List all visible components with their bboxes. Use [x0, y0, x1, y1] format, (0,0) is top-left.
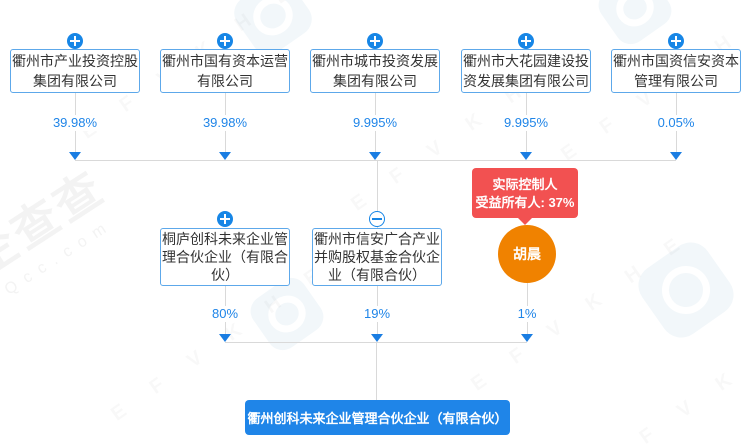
- shareholder-name: 衢州市国资信安资本管理有限公司: [613, 53, 739, 89]
- shareholder-node[interactable]: 衢州市大花园建设投资发展集团有限公司: [461, 49, 591, 93]
- watermark-letters: E F V K H E: [597, 307, 750, 447]
- expand-plus-icon[interactable]: [518, 33, 534, 49]
- shareholder-node[interactable]: 衢州市国有资本运营有限公司: [160, 49, 290, 93]
- expand-plus-icon[interactable]: [67, 33, 83, 49]
- shareholder-node[interactable]: 衢州市城市投资发展集团有限公司: [310, 49, 440, 93]
- arrow-down-icon: [521, 334, 533, 342]
- person-node[interactable]: 胡晨: [498, 225, 556, 283]
- shareholder-node[interactable]: 衢州市产业投资控股集团有限公司: [10, 49, 140, 93]
- connector-line: [75, 160, 676, 161]
- focus-company-node[interactable]: 衢州创科未来企业管理合伙企业（有限合伙）: [245, 400, 510, 435]
- shareholder-name: 衢州市城市投资发展集团有限公司: [312, 53, 438, 89]
- arrow-down-icon: [371, 334, 383, 342]
- watermark-logo: [630, 234, 742, 346]
- ownership-percent-label: 1%: [514, 306, 540, 322]
- badge-detail: 受益所有人: 37%: [475, 194, 575, 210]
- connector-line: [377, 160, 378, 228]
- connector-line: [376, 342, 377, 400]
- shareholder-name: 衢州市产业投资控股集团有限公司: [12, 53, 138, 89]
- expand-plus-icon[interactable]: [367, 33, 383, 49]
- shareholder-node[interactable]: 衢州市国资信安资本管理有限公司: [611, 49, 741, 93]
- shareholder-name: 衢州市大花园建设投资发展集团有限公司: [463, 53, 589, 89]
- arrow-down-icon: [219, 334, 231, 342]
- expand-plus-icon[interactable]: [217, 33, 233, 49]
- intermediate-name: 桐庐创科未来企业管理合伙企业（有限合伙）: [162, 231, 288, 283]
- intermediate-node[interactable]: 桐庐创科未来企业管理合伙企业（有限合伙）: [160, 228, 290, 286]
- watermark-domain-text: Qcc.com: [1, 215, 117, 299]
- intermediate-node[interactable]: 衢州市信安广合产业并购股权基金合伙企业（有限合伙）: [312, 228, 442, 286]
- ownership-percent-label: 9.995%: [500, 115, 552, 131]
- ownership-percent-label: 9.995%: [349, 115, 401, 131]
- intermediate-name: 衢州市信安广合产业并购股权基金合伙企业（有限合伙）: [314, 231, 440, 283]
- shareholder-name: 衢州市国有资本运营有限公司: [162, 53, 288, 89]
- actual-controller-badge: 实际控制人 受益所有人: 37%: [472, 168, 578, 225]
- arrow-down-icon: [670, 152, 682, 160]
- focus-company-name: 衢州创科未来企业管理合伙企业（有限合伙）: [247, 411, 508, 426]
- expand-plus-icon[interactable]: [668, 33, 684, 49]
- watermark-logo: [592, 0, 678, 51]
- arrow-down-icon: [369, 152, 381, 160]
- arrow-down-icon: [520, 152, 532, 160]
- watermark-brand-text: 企查查: [0, 160, 115, 286]
- collapse-minus-icon[interactable]: [369, 211, 385, 227]
- ownership-percent-label: 39.98%: [199, 115, 251, 131]
- watermark-brand: 企查查 Qcc.com: [0, 152, 127, 306]
- arrow-down-icon: [69, 152, 81, 160]
- ownership-percent-label: 19%: [360, 306, 394, 322]
- ownership-percent-label: 0.05%: [654, 115, 698, 131]
- arrow-down-icon: [219, 152, 231, 160]
- badge-title: 实际控制人: [492, 176, 558, 192]
- person-name: 胡晨: [513, 246, 541, 262]
- ownership-percent-label: 39.98%: [49, 115, 101, 131]
- ownership-percent-label: 80%: [208, 306, 242, 322]
- expand-plus-icon[interactable]: [217, 211, 233, 227]
